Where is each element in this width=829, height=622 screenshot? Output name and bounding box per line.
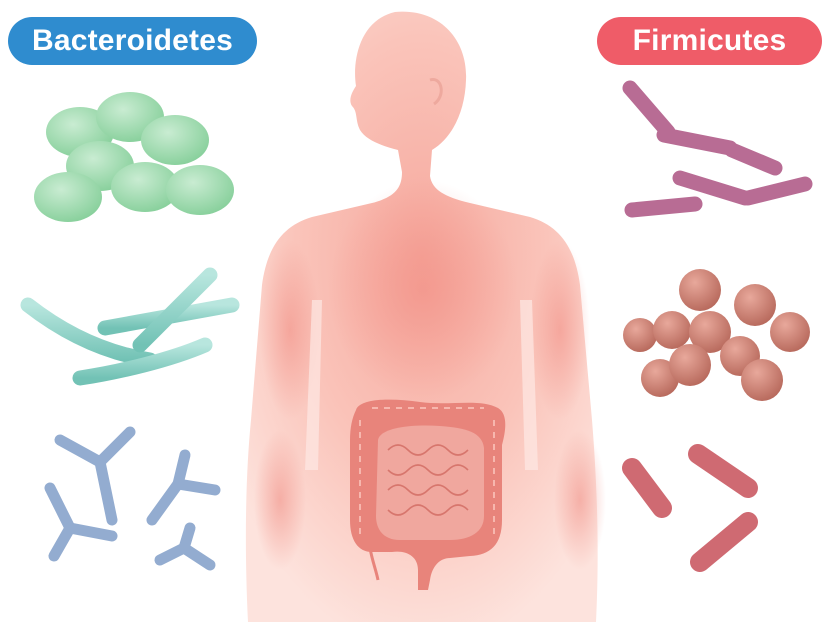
right-arm-glow	[530, 240, 590, 420]
right-hand-glow	[554, 430, 606, 570]
purple-rod-bacteria	[630, 88, 805, 210]
blue-branching-bacteria	[50, 432, 215, 565]
brown-cocci-cluster	[623, 269, 810, 401]
left-hand-glow	[254, 430, 306, 570]
teal-rod-bacteria	[28, 275, 232, 378]
small-intestine	[376, 426, 484, 540]
chest-glow	[328, 180, 518, 400]
firmicutes-label: Firmicutes	[597, 17, 822, 65]
bacteroidetes-label: Bacteroidetes	[8, 17, 257, 65]
green-cocci-cluster	[34, 92, 234, 222]
red-rod-bacteria	[632, 454, 748, 562]
